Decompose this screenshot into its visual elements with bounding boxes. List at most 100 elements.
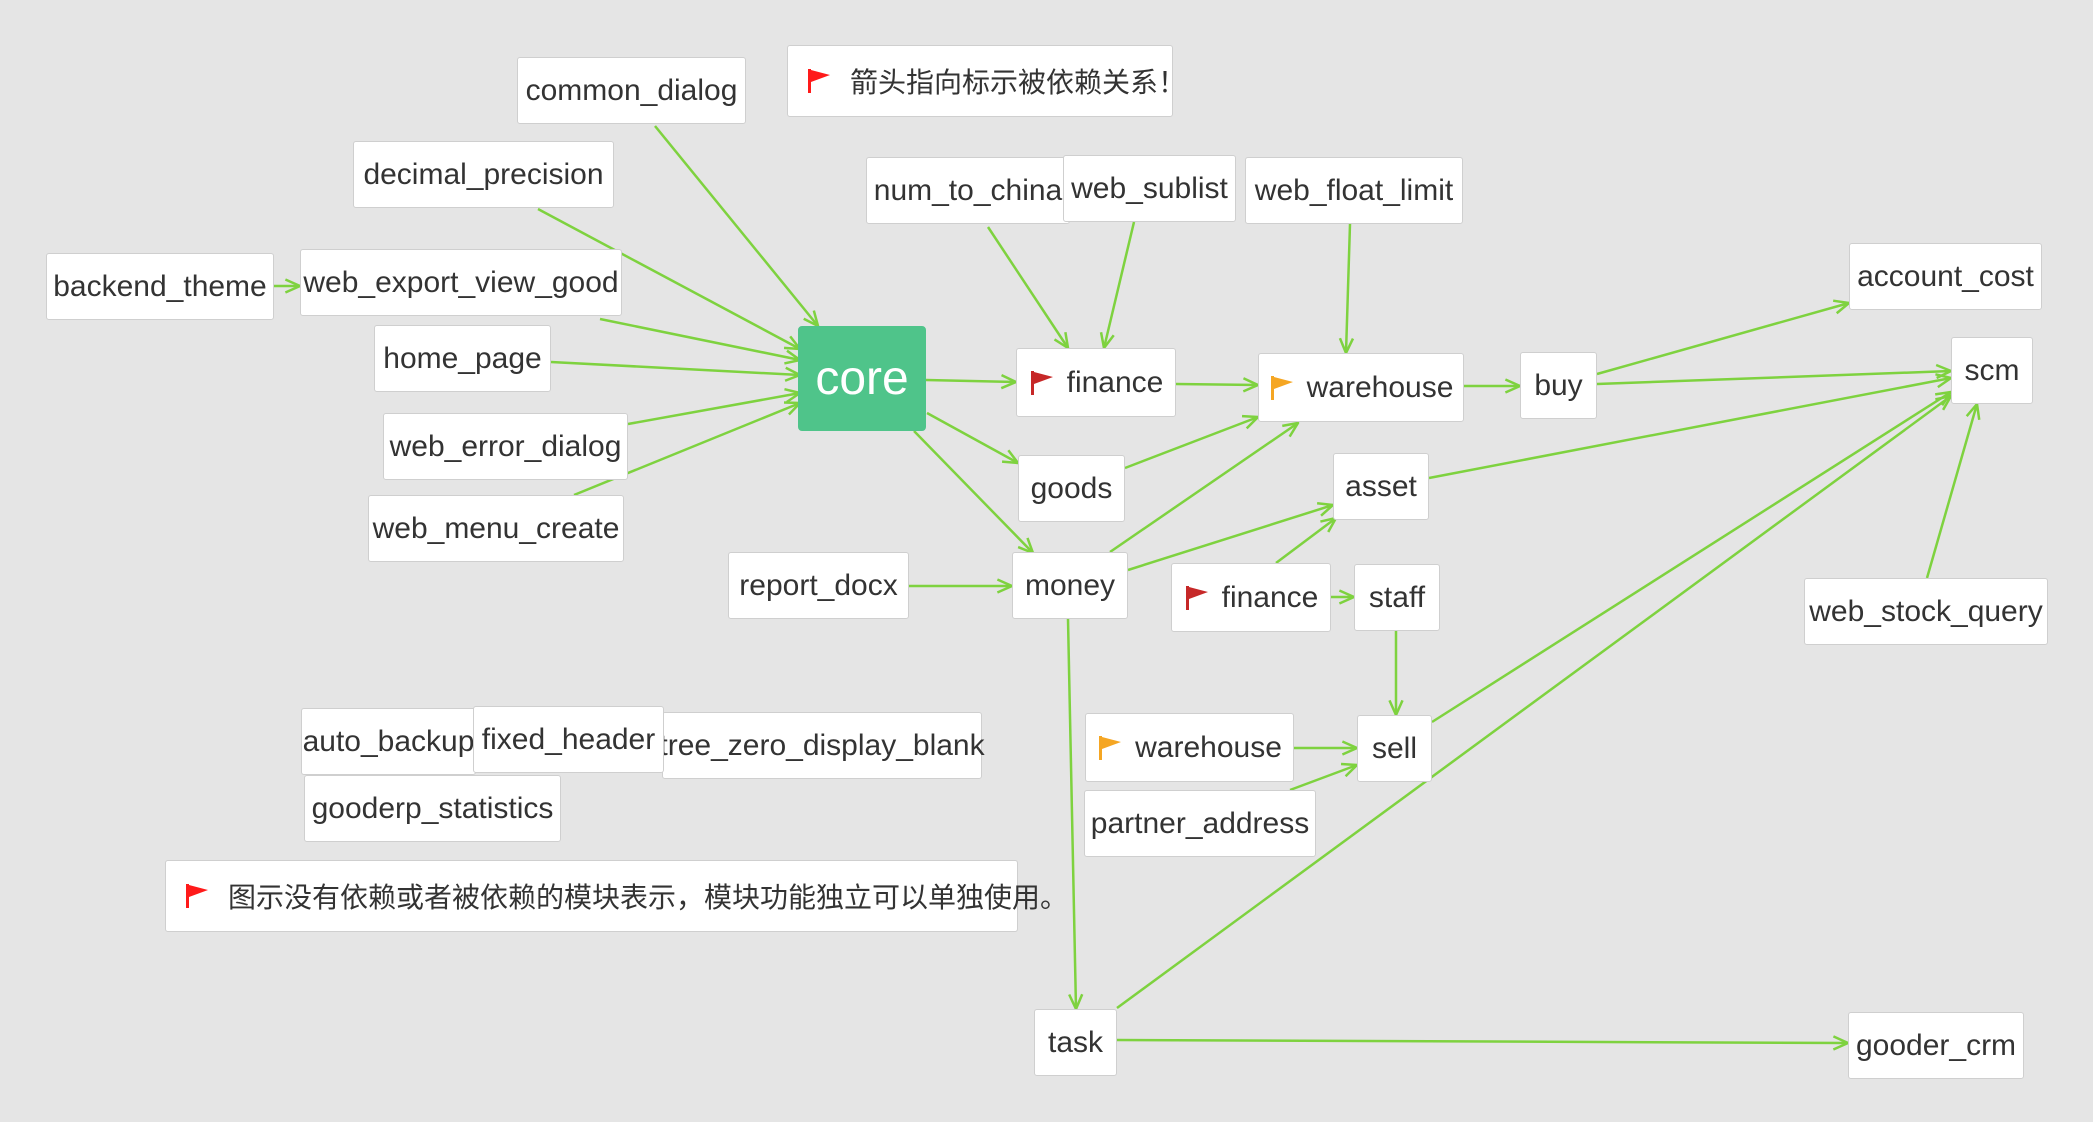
edge-line (1116, 1038, 1849, 1045)
node-label: web_menu_create (372, 511, 620, 545)
edge-web-float-limit-to-warehouse (1338, 223, 1355, 355)
edge-web-stock-query-to-scm (1925, 402, 1981, 579)
node-buy[interactable]: buy (1520, 352, 1597, 419)
node-web-error-dialog[interactable]: web_error_dialog (383, 413, 628, 480)
node-label: account_cost (1857, 259, 2034, 293)
edge-money-to-asset (1127, 501, 1335, 572)
node-label: num_to_china (873, 173, 1063, 207)
flag-icon (184, 882, 210, 910)
node-account-cost[interactable]: account_cost (1849, 243, 2042, 310)
node-gooderp-statistics[interactable]: gooderp_statistics (304, 775, 561, 842)
edge-line (1289, 763, 1358, 792)
edge-line (1109, 421, 1299, 554)
edge-line (627, 391, 801, 426)
edge-buy-to-scm (1596, 363, 1953, 386)
edge-task-to-gooder-crm (1116, 1035, 1850, 1051)
edge-core-to-goods (926, 411, 1020, 465)
node-label: web_float_limit (1254, 173, 1454, 207)
node-label: scm (1964, 353, 2020, 387)
flag-icon (1269, 374, 1295, 402)
flag-icon (1097, 734, 1123, 762)
edge-line (1275, 517, 1337, 564)
node-label: fixed_header (481, 722, 656, 756)
node-label: report_docx (739, 568, 898, 602)
node-web-menu-create[interactable]: web_menu_create (368, 495, 624, 562)
node-finance[interactable]: finance (1016, 348, 1176, 417)
node-label: goods (1030, 471, 1113, 505)
edge-core-to-money (913, 430, 1035, 555)
node-label: warehouse (1306, 370, 1454, 404)
flag-icon (806, 67, 832, 95)
node-home-page[interactable]: home_page (374, 325, 551, 392)
node-auto-backup[interactable]: auto_backup (301, 708, 476, 775)
node-task[interactable]: task (1034, 1009, 1117, 1076)
arrowhead-icon (1282, 421, 1300, 438)
node-core[interactable]: core (798, 326, 926, 431)
edge-line (599, 317, 801, 362)
arrowhead-icon (1053, 332, 1070, 350)
node-label: core (815, 352, 909, 405)
edge-asset-to-scm (1428, 373, 1953, 480)
node-common-dialog[interactable]: common_dialog (517, 57, 746, 124)
node-label: common_dialog (525, 73, 738, 107)
node-label: home_page (383, 341, 542, 375)
node-tree-zero-display-blank[interactable]: tree_zero_display_blank (659, 712, 985, 779)
arrowhead-icon (1965, 402, 1981, 421)
edge-money-to-task (1066, 618, 1084, 1011)
node-label: gooderp_statistics (311, 791, 554, 825)
node-label: finance (1066, 365, 1164, 399)
node-label: buy (1534, 368, 1583, 402)
node-asset[interactable]: asset (1333, 453, 1429, 520)
node-label: asset (1345, 469, 1417, 503)
node-decimal-precision[interactable]: decimal_precision (353, 141, 614, 208)
edge-line (913, 430, 1034, 554)
node-label: web_export_view_good (303, 265, 619, 299)
node-money[interactable]: money (1012, 552, 1128, 619)
node-label: web_sublist (1071, 171, 1228, 205)
edge-line (926, 411, 1019, 465)
edge-line (1596, 369, 1952, 386)
node-label: staff (1368, 580, 1426, 614)
node-web-sublist[interactable]: web_sublist (1063, 155, 1236, 222)
node-fixed-header[interactable]: fixed_header (473, 706, 664, 773)
edge-num-to-china-to-finance (986, 226, 1070, 350)
node-backend-theme[interactable]: backend_theme (46, 253, 274, 320)
node-num-to-china[interactable]: num_to_china (866, 157, 1070, 224)
node-label: warehouse (1135, 730, 1282, 764)
node-goods[interactable]: goods (1018, 455, 1125, 522)
edge-warehouse-to-buy (1464, 378, 1522, 394)
node-web-stock-query[interactable]: web_stock_query (1804, 578, 2048, 645)
node-sell[interactable]: sell (1357, 715, 1432, 782)
edge-finance-2-to-staff (1331, 589, 1356, 605)
note-text: 箭头指向标示被依赖关系！ (850, 67, 1187, 98)
edge-web-export-view-good-to-core (599, 317, 802, 365)
edge-warehouse-2-to-sell (1294, 740, 1359, 756)
node-scm[interactable]: scm (1951, 337, 2033, 404)
node-label: partner_address (1090, 806, 1310, 840)
node-label: gooder_crm (1855, 1028, 2017, 1062)
node-web-export-view-good[interactable]: web_export_view_good (300, 249, 622, 316)
edge-line (1116, 394, 1952, 1010)
edge-line (1344, 223, 1352, 354)
node-staff[interactable]: staff (1354, 564, 1440, 631)
node-label: web_stock_query (1809, 594, 2043, 628)
edge-report-docx-to-money (909, 578, 1014, 594)
node-report-docx[interactable]: report_docx (728, 552, 909, 619)
edge-line (1596, 301, 1850, 376)
node-finance-secondary[interactable]: finance (1171, 563, 1331, 632)
edge-line (654, 125, 819, 327)
node-gooder-crm[interactable]: gooder_crm (1848, 1012, 2024, 1079)
node-web-float-limit[interactable]: web_float_limit (1245, 157, 1463, 224)
node-warehouse[interactable]: warehouse (1258, 353, 1464, 422)
node-warehouse-secondary[interactable]: warehouse (1085, 713, 1294, 782)
edge-partner-address-to-sell (1289, 762, 1359, 792)
edge-line (986, 226, 1070, 349)
edge-line (925, 378, 1017, 384)
edge-task-to-scm (1116, 394, 1953, 1010)
edge-line (550, 360, 801, 377)
edge-core-to-finance (925, 374, 1018, 390)
edge-line (1102, 221, 1136, 349)
edge-line (1175, 382, 1259, 387)
node-partner-address[interactable]: partner_address (1084, 790, 1316, 857)
